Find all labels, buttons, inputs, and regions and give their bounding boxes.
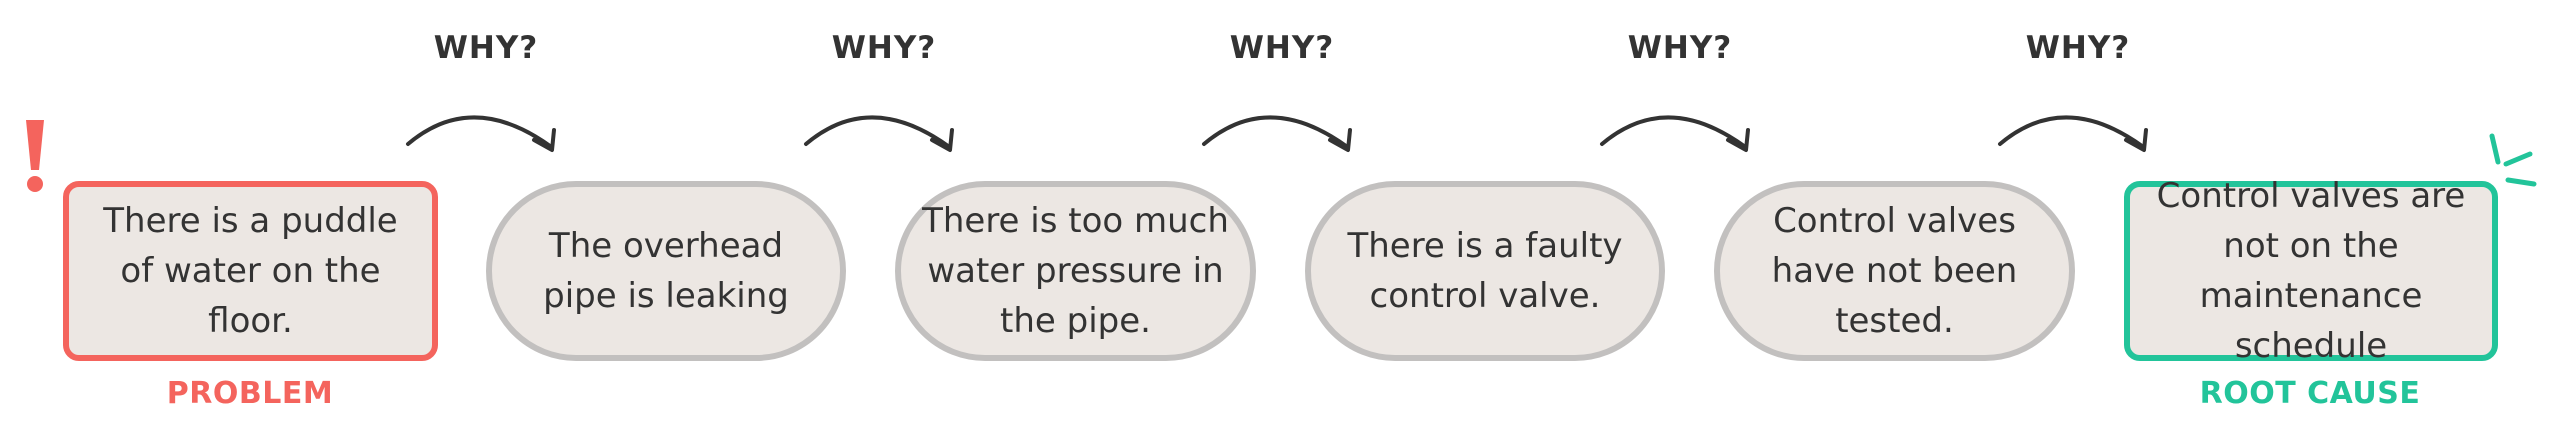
exclamation-icon <box>26 120 44 192</box>
sparkle-icon <box>2489 133 2537 187</box>
why-step-2-box: There is too much water pressure in the … <box>895 181 1256 361</box>
why-step-3-text: There is a faulty control valve. <box>1347 226 1623 316</box>
root-cause-label: ROOT CAUSE <box>2199 376 2421 411</box>
why-label-1: WHY? <box>433 30 539 66</box>
why-label-2: WHY? <box>831 30 937 66</box>
curved-arrow-icon <box>406 115 556 152</box>
why-label-4: WHY? <box>1627 30 1733 66</box>
why-label-5: WHY? <box>2025 30 2131 66</box>
why-label-3: WHY? <box>1229 30 1335 66</box>
why-step-1-text: The overhead pipe is leaking <box>543 226 789 316</box>
why-step-2-text: There is too much water pressure in the … <box>922 201 1229 341</box>
root-cause-box: Control valves are not on the maintenanc… <box>2124 176 2498 366</box>
why-step-3-box: There is a faulty control valve. <box>1305 181 1665 361</box>
problem-label: PROBLEM <box>166 376 334 411</box>
problem-box: There is a puddle of water on the floor. <box>63 181 438 361</box>
root-cause-text: Control valves are not on the maintenanc… <box>2156 176 2466 366</box>
why-step-4-box: Control valves have not been tested. <box>1714 181 2075 361</box>
why-step-4-text: Control valves have not been tested. <box>1771 201 2018 341</box>
curved-arrow-icon <box>1600 115 1750 152</box>
curved-arrow-icon <box>804 115 954 152</box>
curved-arrow-icon <box>1202 115 1352 152</box>
problem-text: There is a puddle of water on the floor. <box>103 201 398 341</box>
why-step-1-box: The overhead pipe is leaking <box>486 181 846 361</box>
curved-arrow-icon <box>1998 115 2148 152</box>
